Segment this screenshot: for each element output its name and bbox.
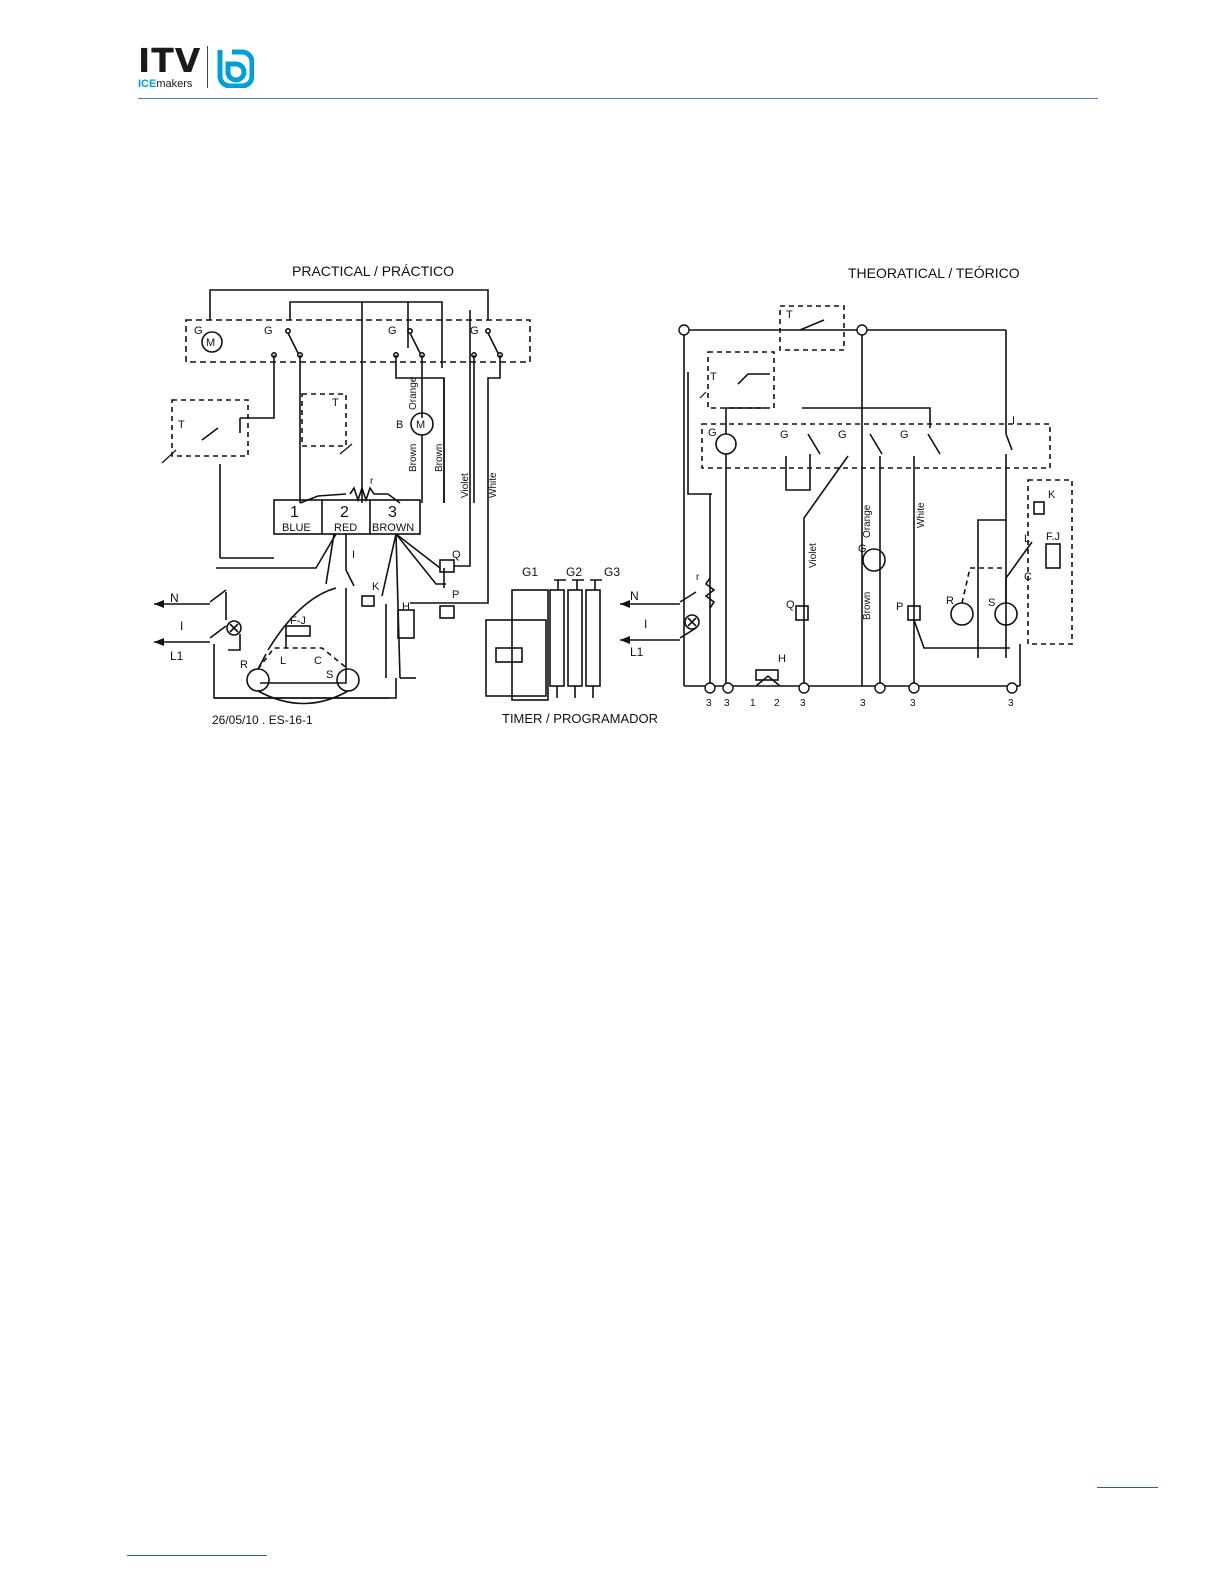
terminal-num-5: 3 [800, 698, 806, 709]
label-H-right: H [778, 653, 786, 665]
label-R-right: R [946, 595, 954, 607]
logo-mark-icon [214, 46, 254, 88]
label-Q-left: Q [452, 549, 461, 561]
label-R-left: R [240, 659, 248, 671]
label-B: B [396, 419, 403, 431]
label-N-right: N [630, 589, 639, 603]
label-IG-left: I [180, 619, 183, 633]
label-G1-left: G [264, 325, 273, 337]
wire-violet-right: Violet [808, 543, 819, 568]
label-P-right: P [896, 601, 903, 613]
label-M-left: M [206, 337, 215, 349]
label-S-right: S [988, 597, 995, 609]
label-FJ2-right: F.J [1046, 531, 1060, 543]
terminal-3-num: 3 [388, 504, 397, 521]
label-T2-right: T [710, 371, 717, 383]
terminal-num-7: 3 [910, 698, 916, 709]
label-C-left: C [314, 655, 322, 667]
terminal-3-color: BROWN [372, 522, 414, 534]
wire-brown-right: Brown [862, 592, 873, 620]
timer-caption: TIMER / PROGRAMADOR [502, 711, 658, 726]
label-L-left: L [280, 655, 286, 667]
label-I1-left: I [352, 549, 355, 561]
label-S-left: S [326, 669, 333, 681]
label-M-B: M [416, 419, 425, 431]
label-G2-left: G [388, 325, 397, 337]
terminal-num-8: 3 [1008, 698, 1014, 709]
terminal-1-color: BLUE [282, 522, 311, 534]
label-G-right: G [708, 427, 717, 439]
label-G2-right: G [838, 429, 847, 441]
label-G1-right: G [780, 429, 789, 441]
wiring-diagram: PRACTICAL / PRÁCTICO THEORATICAL / TEÓRI… [140, 258, 1080, 738]
label-G3-right: G [900, 429, 909, 441]
wire-brown-left-1: Brown [408, 444, 419, 472]
wire-orange-right: Orange [862, 504, 873, 538]
logo-subtitle: ICEmakers [138, 78, 201, 90]
diagram-code: 26/05/10 . ES-16-1 [212, 713, 313, 727]
label-r-left: r [370, 476, 374, 487]
wire-white-left: White [488, 472, 499, 498]
label-L-right: L [1024, 533, 1030, 545]
terminal-2-num: 2 [340, 504, 349, 521]
wire-brown-left-2: Brown [434, 444, 445, 472]
label-r-right: r [696, 572, 700, 583]
page-header: ITV ICEmakers [0, 0, 1224, 110]
label-IG-right: I [644, 617, 647, 631]
header-rule [138, 98, 1098, 99]
timer-cam-G1: G1 [522, 565, 538, 579]
wire-white-right: White [916, 502, 927, 528]
terminal-num-1: 3 [706, 698, 712, 709]
logo-divider [207, 46, 208, 88]
footer-rule-left [127, 1555, 267, 1556]
footer-rule-right [1097, 1487, 1158, 1488]
label-N-left: N [170, 591, 179, 605]
itv-logo: ITV ICEmakers [138, 44, 201, 90]
terminal-num-4: 2 [774, 698, 780, 709]
terminal-num-2: 3 [724, 698, 730, 709]
label-L1-left: L1 [170, 649, 184, 663]
label-G-orange-right: G [858, 543, 867, 555]
terminal-1-num: 1 [290, 504, 299, 521]
timer-cam-G3: G3 [604, 565, 620, 579]
logo-text: ITV [138, 44, 201, 77]
terminal-num-6: 3 [860, 698, 866, 709]
label-T1-right: T [786, 309, 793, 321]
label-G-left: G [194, 325, 203, 337]
label-G3-left: G [470, 325, 479, 337]
terminal-2-color: RED [334, 522, 357, 534]
label-H-left: H [402, 601, 410, 613]
label-L1-right: L1 [630, 645, 644, 659]
label-I1-right: I [1012, 415, 1015, 427]
label-K-right: K [1048, 489, 1056, 501]
practical-title: PRACTICAL / PRÁCTICO [292, 263, 454, 279]
wire-violet-left: Violet [460, 473, 471, 498]
label-K-left: K [372, 581, 380, 593]
label-P-left: P [452, 589, 459, 601]
timer-cam-G2: G2 [566, 565, 582, 579]
wire-orange-left: Orange [408, 376, 419, 410]
terminal-num-3: 1 [750, 698, 756, 709]
label-T1-left: T [332, 397, 339, 409]
label-C-right: C [1024, 571, 1032, 583]
label-Q-right: Q [786, 599, 795, 611]
label-T2-left: T [178, 419, 185, 431]
theoretical-title: THEORATICAL / TEÓRICO [848, 265, 1020, 281]
label-FJ-left: F-J [290, 615, 306, 627]
